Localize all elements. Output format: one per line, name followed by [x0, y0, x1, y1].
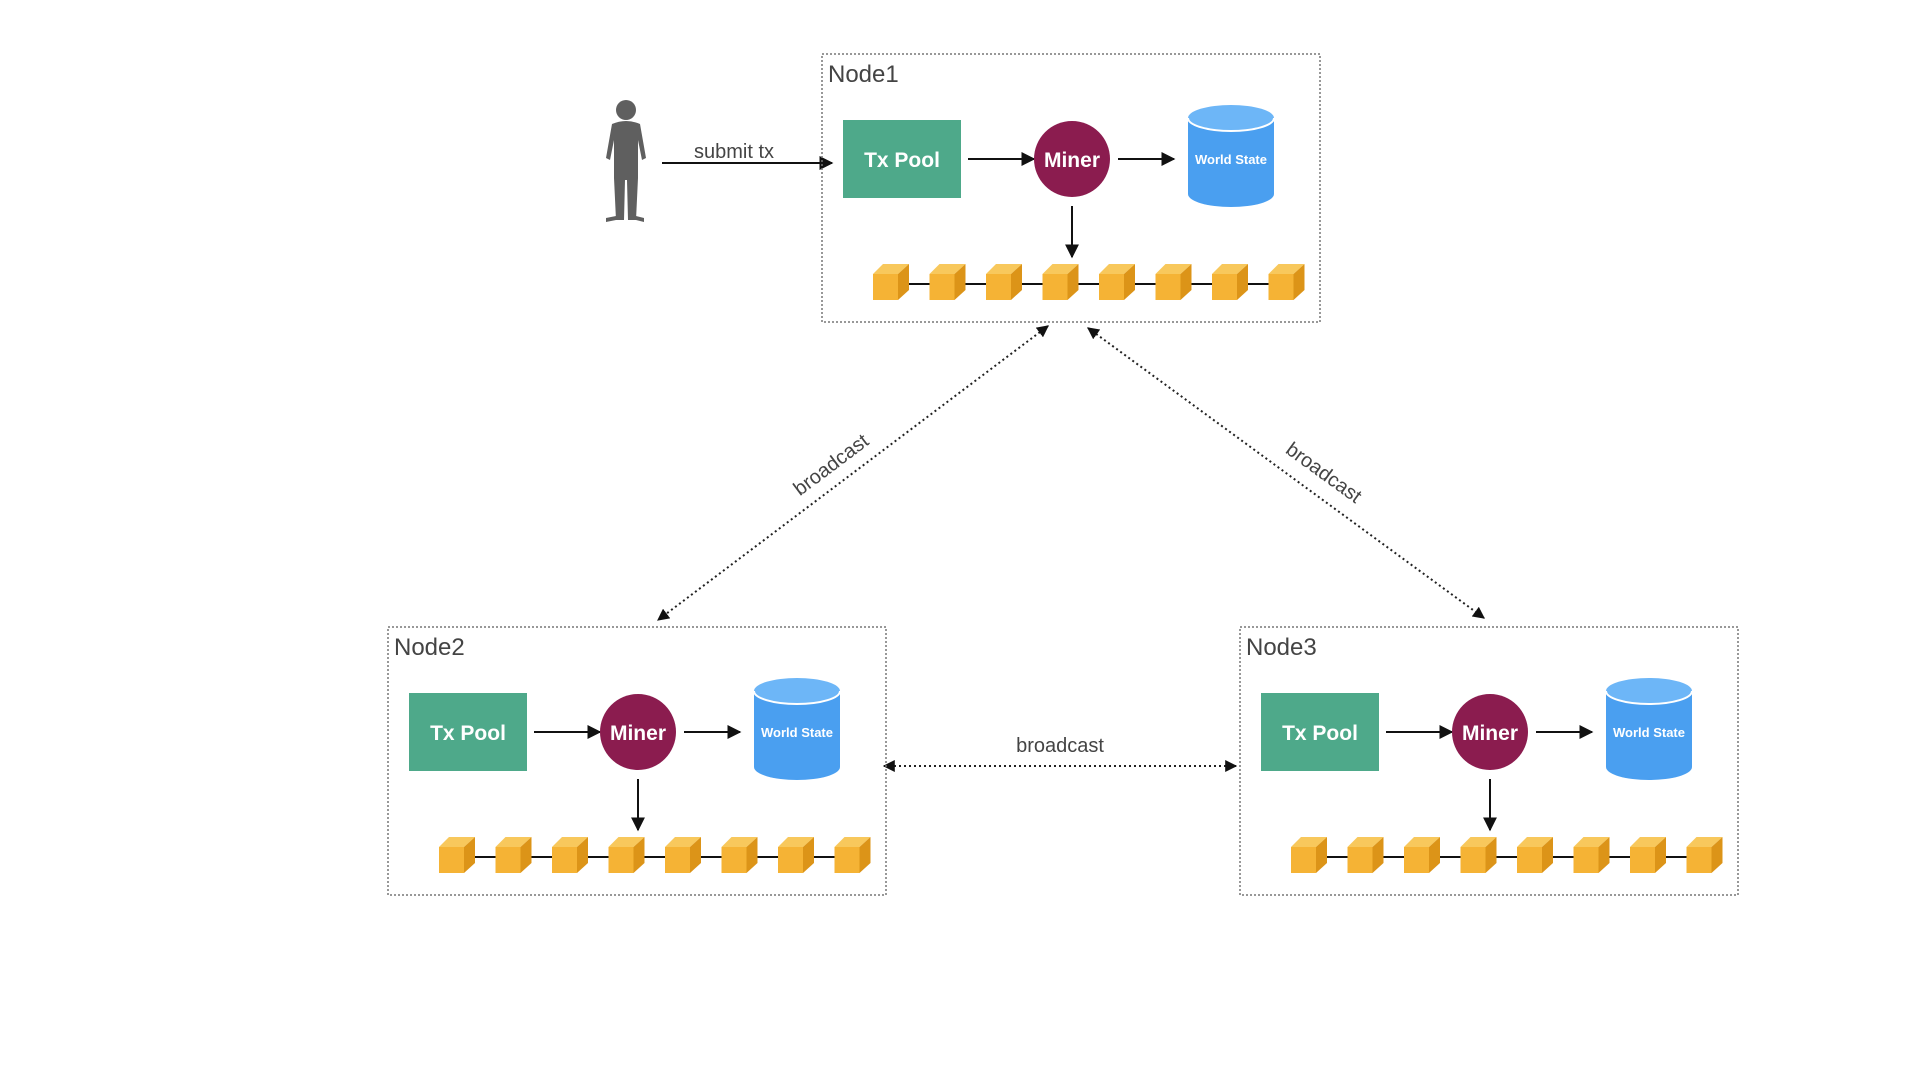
- node-frame: [387, 626, 887, 896]
- block-cube-icon: [778, 837, 814, 873]
- node-3: Node3 Tx Pool Miner World State: [1239, 626, 1739, 896]
- block-cube-icon: [1517, 837, 1553, 873]
- block-cube-icon: [1404, 837, 1440, 873]
- world-state-database-icon: World State: [1187, 105, 1275, 207]
- miner-label: Miner: [1044, 149, 1100, 172]
- broadcast-link-node1-node2: [657, 325, 1049, 621]
- miner-circle: Miner: [600, 694, 676, 770]
- node-title: Node1: [828, 61, 899, 88]
- world-state-label: World State: [1195, 152, 1267, 167]
- block-cube-icon: [1212, 264, 1248, 300]
- broadcast-link-node1-node3: [1087, 327, 1485, 619]
- block-cube-icon: [1291, 837, 1327, 873]
- world-state-label: World State: [1613, 725, 1685, 740]
- block-cube-icon: [1099, 264, 1135, 300]
- blockchain: [1291, 837, 1723, 873]
- miner-label: Miner: [1462, 722, 1518, 745]
- node-frame: [821, 53, 1321, 323]
- block-cube-icon: [721, 837, 758, 873]
- submit-tx-label: submit tx: [694, 141, 774, 163]
- block-cube-icon: [873, 264, 909, 300]
- blockchain: [873, 264, 1305, 300]
- broadcast-label-node1-node3: broadcast: [1282, 438, 1366, 508]
- world-state-database-icon: World State: [753, 678, 841, 780]
- block-cube-icon: [929, 264, 966, 300]
- person-icon: [606, 100, 646, 222]
- block-cube-icon: [495, 837, 532, 873]
- miner-circle: Miner: [1452, 694, 1528, 770]
- block-cube-icon: [1573, 837, 1610, 873]
- block-cube-icon: [986, 264, 1022, 300]
- block-cube-icon: [665, 837, 701, 873]
- block-cube-icon: [1686, 837, 1723, 873]
- block-cube-icon: [1155, 264, 1192, 300]
- block-cube-icon: [608, 837, 645, 873]
- block-cube-icon: [1460, 837, 1497, 873]
- block-cube-icon: [1630, 837, 1666, 873]
- block-cube-icon: [834, 837, 871, 873]
- tx-pool-label: Tx Pool: [864, 149, 940, 172]
- block-cube-icon: [1347, 837, 1384, 873]
- block-cube-icon: [1268, 264, 1305, 300]
- tx-pool-box: Tx Pool: [409, 693, 527, 771]
- block-cube-icon: [1042, 264, 1079, 300]
- tx-pool-label: Tx Pool: [1282, 722, 1358, 745]
- block-cube-icon: [439, 837, 475, 873]
- broadcast-label-node2-node3: broadcast: [1016, 735, 1104, 757]
- node-title: Node2: [394, 634, 465, 661]
- world-state-database-icon: World State: [1605, 678, 1693, 780]
- node-frame: [1239, 626, 1739, 896]
- node-title: Node3: [1246, 634, 1317, 661]
- node-2: Node2 Tx Pool Miner World State: [387, 626, 887, 896]
- tx-pool-box: Tx Pool: [1261, 693, 1379, 771]
- miner-circle: Miner: [1034, 121, 1110, 197]
- block-cube-icon: [552, 837, 588, 873]
- world-state-label: World State: [761, 725, 833, 740]
- tx-pool-box: Tx Pool: [843, 120, 961, 198]
- node-1: Node1 Tx Pool Miner World State: [821, 53, 1321, 323]
- miner-label: Miner: [610, 722, 666, 745]
- tx-pool-label: Tx Pool: [430, 722, 506, 745]
- blockchain: [439, 837, 871, 873]
